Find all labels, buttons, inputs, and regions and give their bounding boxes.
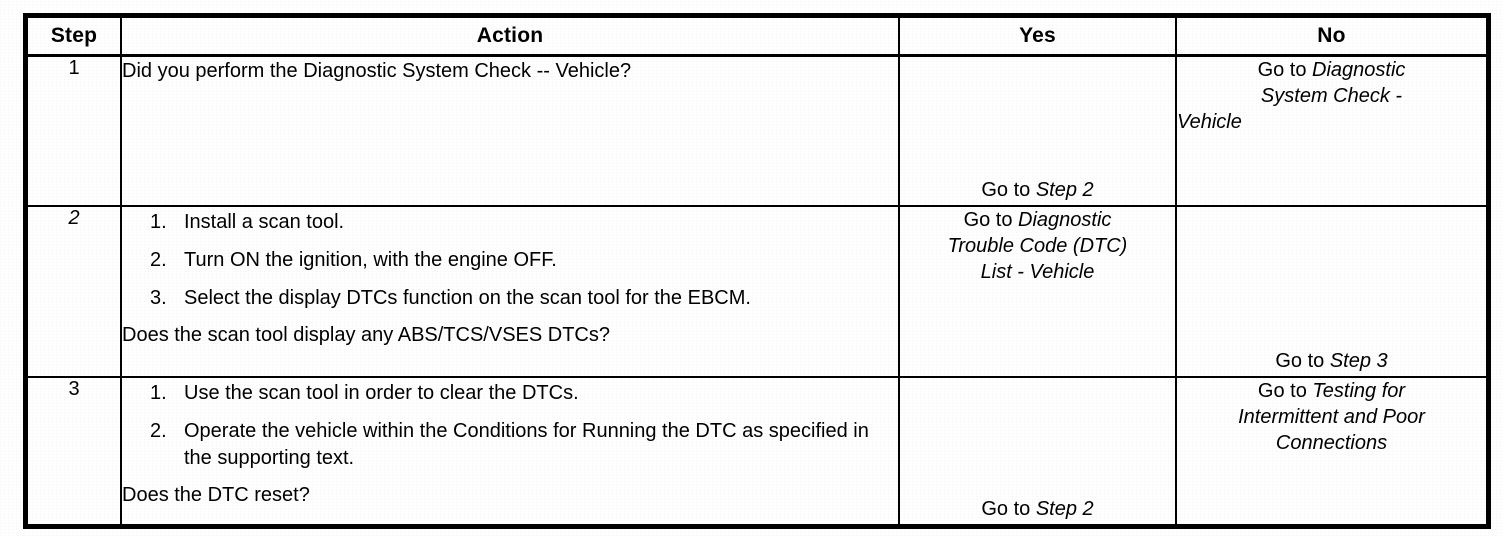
column-header-step: Step: [26, 16, 122, 57]
list-marker: 2.: [150, 248, 167, 271]
goto-lead: Go to: [963, 209, 1019, 231]
goto-reference-line-2[interactable]: Intermittent and Poor: [1238, 406, 1425, 428]
action-question: Did you perform the Diagnostic System Ch…: [122, 60, 632, 82]
no-cell: Go to Testing for Intermittent and Poor …: [1175, 376, 1488, 526]
goto-lead: Go to: [1257, 380, 1313, 402]
step-number-cell: 1: [26, 54, 122, 207]
list-text: Use the scan tool in order to clear the …: [184, 382, 579, 404]
table-header-row: Step Action Yes No: [26, 16, 1488, 57]
list-item: 2. Operate the vehicle within the Condit…: [122, 418, 898, 472]
goto-lead: Go to: [1257, 59, 1313, 81]
yes-branch-text: Go to Diagnostic Trouble Code (DTC) List…: [900, 207, 1175, 285]
no-branch-text: Go to Testing for Intermittent and Poor …: [1177, 378, 1486, 456]
goto-reference[interactable]: Step 2: [1035, 179, 1094, 201]
step-number: 3: [68, 378, 80, 400]
list-item: 1. Install a scan tool.: [122, 209, 898, 236]
yes-branch-text: Go to Step 2: [900, 177, 1175, 205]
diagnostic-procedure-table: Step Action Yes No 1 Did you perform the…: [23, 13, 1491, 529]
step-number: 1: [68, 57, 80, 79]
list-marker: 3.: [150, 286, 167, 309]
step-number: 2: [68, 207, 80, 229]
list-text: Install a scan tool.: [184, 211, 345, 233]
goto-lead: Go to: [1275, 350, 1330, 372]
step-number-cell: 3: [26, 376, 122, 526]
yes-cell: Go to Step 2: [898, 376, 1177, 526]
goto-lead: Go to: [981, 179, 1036, 201]
goto-reference-line-3[interactable]: Vehicle: [1177, 111, 1242, 133]
table-row: 3 1. Use the scan tool in order to clear…: [26, 376, 1488, 526]
no-branch-text: Go to Step 3: [1177, 348, 1486, 376]
yes-cell: Go to Diagnostic Trouble Code (DTC) List…: [898, 205, 1177, 378]
goto-reference-line-2[interactable]: System Check -: [1260, 85, 1403, 107]
list-marker: 2.: [150, 419, 167, 442]
yes-cell: Go to Step 2: [898, 54, 1177, 207]
action-cell: Did you perform the Diagnostic System Ch…: [120, 54, 900, 207]
action-question: Does the DTC reset?: [122, 484, 310, 507]
column-header-no: No: [1175, 16, 1488, 57]
no-cell: Go to Diagnostic System Check - Vehicle: [1175, 54, 1488, 207]
action-step-list: 1. Use the scan tool in order to clear t…: [122, 380, 898, 471]
goto-reference[interactable]: Step 3: [1329, 350, 1388, 372]
no-cell: Go to Step 3: [1175, 205, 1488, 378]
no-branch-text: Go to Diagnostic System Check - Vehicle: [1177, 57, 1486, 135]
action-step-list: 1. Install a scan tool. 2. Turn ON the i…: [122, 209, 898, 311]
goto-reference-line-1[interactable]: Diagnostic: [1018, 209, 1112, 231]
goto-lead: Go to: [981, 498, 1036, 520]
goto-reference-line-3[interactable]: Connections: [1275, 432, 1388, 454]
column-header-action: Action: [120, 16, 900, 57]
step-number-cell: 2: [26, 205, 122, 378]
list-item: 2. Turn ON the ignition, with the engine…: [122, 247, 898, 274]
list-text: Select the display DTCs function on the …: [184, 286, 751, 309]
goto-reference-line-2[interactable]: Trouble Code (DTC): [947, 235, 1128, 257]
goto-reference-line-1[interactable]: Testing for: [1312, 380, 1406, 402]
list-text: Operate the vehicle within the Condition…: [184, 419, 869, 469]
list-marker: 1.: [150, 382, 167, 404]
list-item: 1. Use the scan tool in order to clear t…: [122, 380, 898, 407]
list-text: Turn ON the ignition, with the engine OF…: [184, 248, 557, 271]
action-cell: 1. Use the scan tool in order to clear t…: [120, 376, 900, 526]
goto-reference-line-3[interactable]: List - Vehicle: [980, 261, 1095, 283]
table-row: 2 1. Install a scan tool. 2. Turn ON the…: [26, 205, 1488, 378]
yes-branch-text: Go to Step 2: [900, 496, 1175, 524]
list-marker: 1.: [150, 211, 167, 233]
goto-reference[interactable]: Step 2: [1035, 498, 1094, 520]
action-cell: 1. Install a scan tool. 2. Turn ON the i…: [120, 205, 900, 378]
goto-reference-line-1[interactable]: Diagnostic: [1312, 59, 1406, 81]
column-header-yes: Yes: [898, 16, 1177, 57]
action-question: Does the scan tool display any ABS/TCS/V…: [122, 324, 610, 347]
table-row: 1 Did you perform the Diagnostic System …: [26, 54, 1488, 207]
list-item: 3. Select the display DTCs function on t…: [122, 285, 898, 312]
